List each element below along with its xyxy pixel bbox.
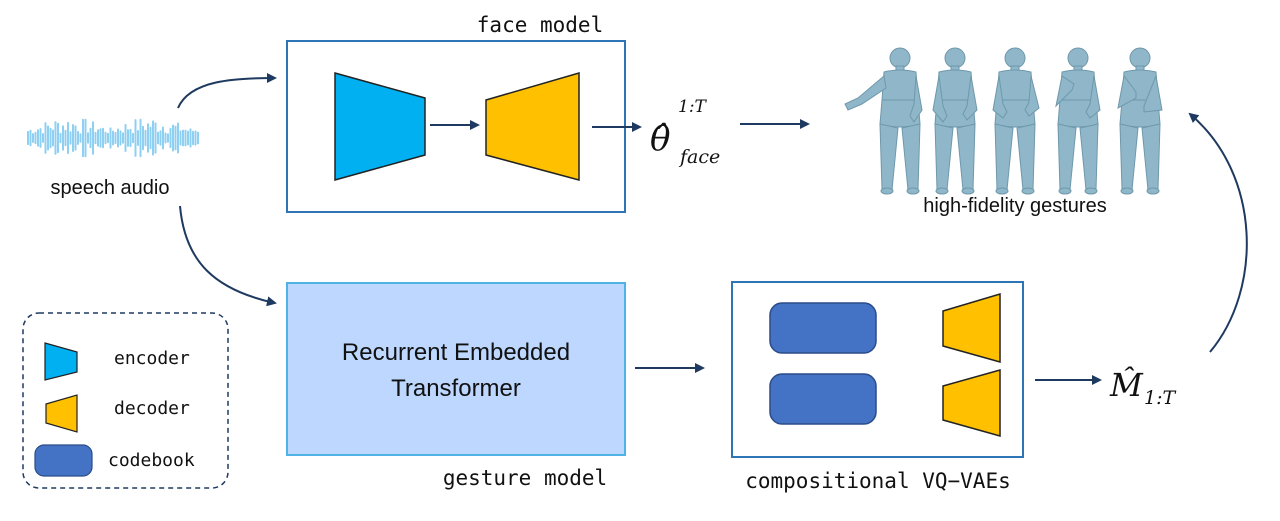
gesture-model-title: gesture model <box>443 466 607 490</box>
vqvae-title: compositional VQ−VAEs <box>745 469 1011 493</box>
face-output-superscript: 1:T <box>678 97 708 117</box>
encoder-icon <box>44 342 78 381</box>
gesture-meshes-image <box>844 47 1163 195</box>
transformer-block <box>286 282 626 456</box>
legend-label-codebook: codebook <box>108 450 195 471</box>
legend-label-encoder: encoder <box>114 348 190 369</box>
vqvae-output-symbol: M̂ <box>1109 366 1144 404</box>
codebook-icon <box>34 444 93 477</box>
output-gestures-label: high-fidelity gestures <box>923 195 1106 217</box>
arrow-audio-to-gesture <box>179 205 277 307</box>
audio-waveform-icon <box>27 118 199 158</box>
face-output-symbol: θ̂ <box>650 119 670 159</box>
codebook-shape-top <box>769 302 877 354</box>
vqvae-decoder-shape-top <box>942 292 1001 363</box>
transformer-label-line2: Transformer <box>391 375 521 402</box>
face-output-subscript: face <box>678 146 720 168</box>
legend-box <box>22 312 229 489</box>
transformer-label-line1: Recurrent Embedded <box>342 339 570 366</box>
legend-label-decoder: decoder <box>114 398 190 419</box>
face-model-title: face model <box>477 13 603 37</box>
arrow-output-to-gestures <box>1188 112 1248 353</box>
face-encoder-shape <box>334 72 426 181</box>
codebook-shape-bottom <box>769 373 877 425</box>
speech-audio-label: speech audio <box>51 177 170 199</box>
decoder-icon <box>45 394 78 433</box>
face-decoder-shape <box>485 72 580 181</box>
vqvae-decoder-shape-bottom <box>942 369 1001 437</box>
vqvae-output-subscript: 1:T <box>1144 387 1176 409</box>
arrow-audio-to-face <box>177 73 277 109</box>
